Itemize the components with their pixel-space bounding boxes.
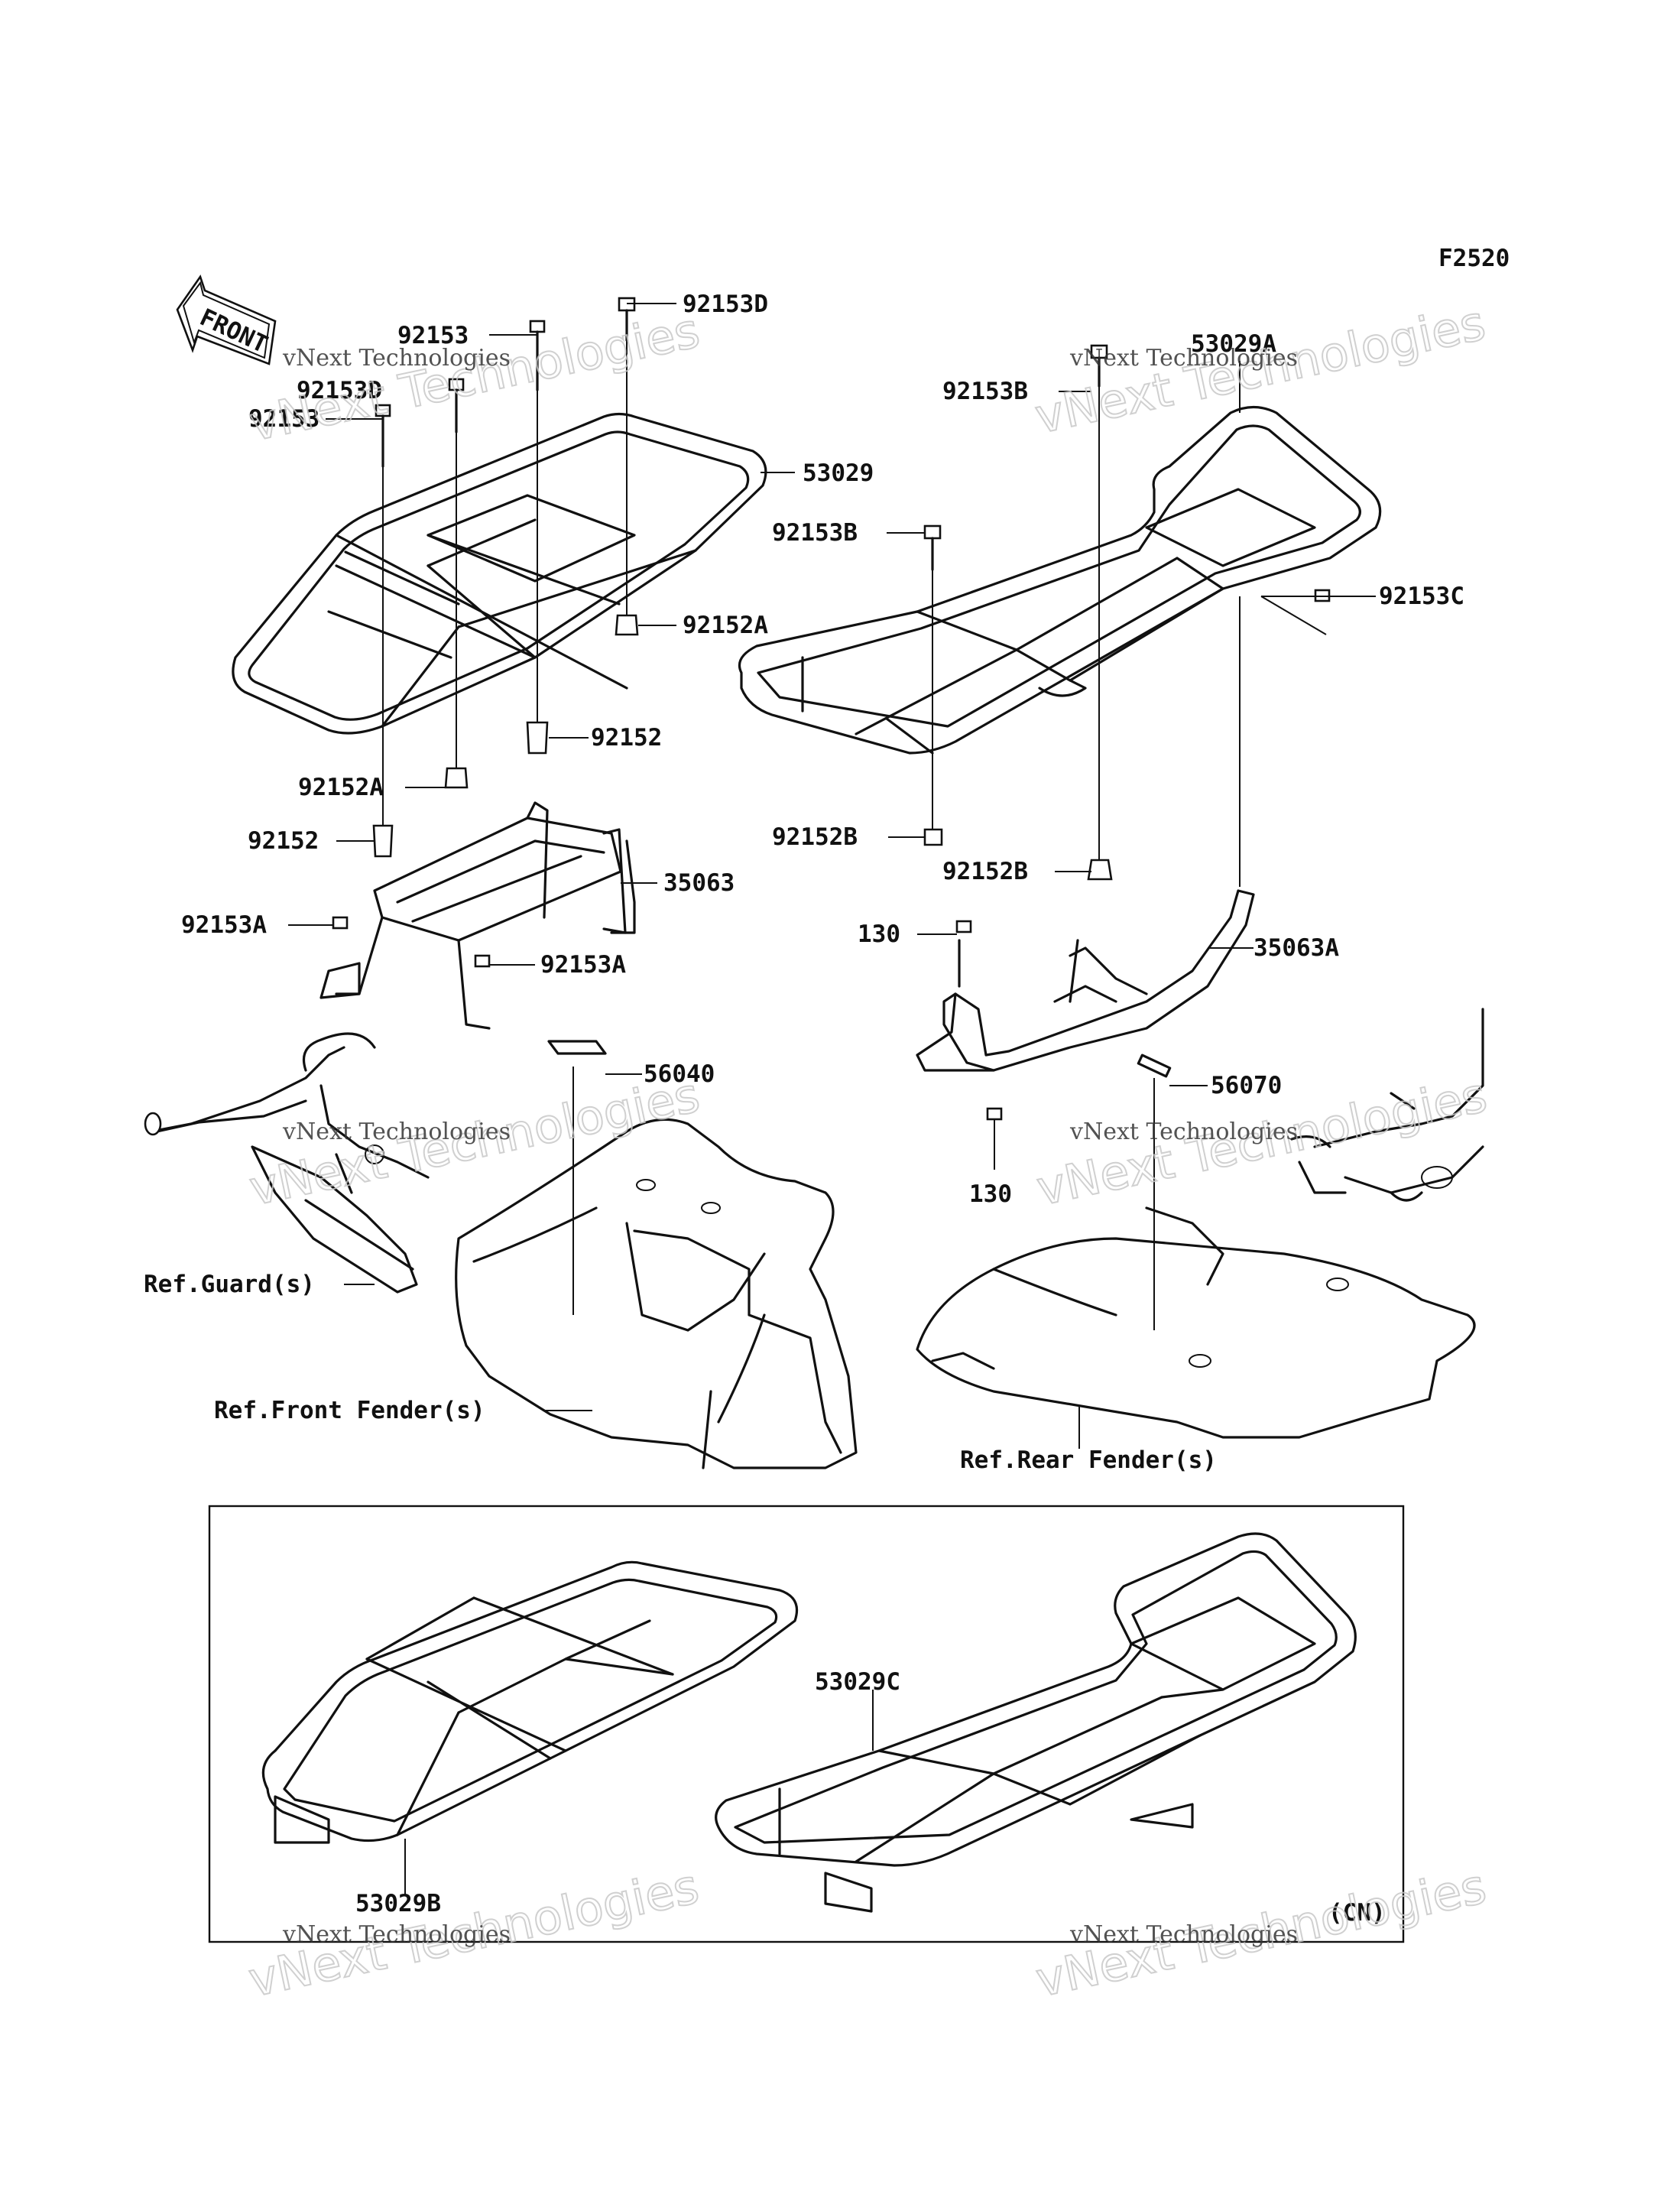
front-carrier-bracket-35063: [319, 801, 636, 1030]
svg-text:vNext Technologies: vNext Technologies: [1069, 1921, 1298, 1948]
rear-carrier-bolts: [923, 344, 1331, 881]
svg-text:vNext Technologies: vNext Technologies: [1069, 345, 1298, 372]
ref-front-fender-label: Ref.Front Fender(s): [214, 1397, 485, 1424]
ref-rear-fender-label: Ref.Rear Fender(s): [960, 1446, 1217, 1474]
figure-code: F2520: [1438, 245, 1510, 272]
label-130-bottom: 130: [969, 1180, 1012, 1208]
label-92153B-mid: 92153B: [772, 519, 858, 547]
svg-text:vNext Technologies: vNext Technologies: [282, 345, 511, 372]
label-35063A: 35063A: [1254, 934, 1339, 962]
label-56040: 56040: [644, 1060, 715, 1088]
decal-56040: [547, 1040, 607, 1055]
front-arrow-icon: FRONT: [176, 274, 277, 365]
label-53029: 53029: [803, 459, 874, 487]
decal-56070: [1137, 1054, 1172, 1078]
label-53029C: 53029C: [815, 1668, 900, 1696]
label-53029B: 53029B: [355, 1890, 441, 1917]
label-92153B-top: 92153B: [942, 378, 1028, 405]
label-92153C: 92153C: [1379, 583, 1464, 610]
front-carrier-bolts: [372, 297, 639, 858]
label-92152-left: 92152: [248, 827, 319, 855]
label-130-top: 130: [858, 920, 900, 948]
ref-guard-label: Ref.Guard(s): [144, 1271, 315, 1298]
rear-carrier-53029A: [738, 405, 1382, 755]
front-carrier-53029: [232, 412, 767, 735]
svg-text:vNext Technologies: vNext Technologies: [1069, 1118, 1298, 1145]
label-92152B-right: 92152B: [942, 858, 1028, 885]
label-92153-mid: 92153: [248, 405, 319, 433]
rear-fender-ref: [916, 1008, 1484, 1439]
rear-carrier-bracket-35063A: [916, 889, 1255, 1072]
label-92153A-left: 92153A: [181, 911, 267, 939]
label-35063: 35063: [663, 869, 735, 897]
bolt-92153A-right: [474, 954, 491, 968]
rear-carrier-53029C: [715, 1532, 1357, 1913]
label-92153D-top: 92153D: [683, 291, 768, 318]
label-92152A-right: 92152A: [683, 612, 768, 639]
label-92153A-right: 92153A: [540, 951, 626, 979]
label-92153-top: 92153: [397, 322, 469, 349]
callouts-upper: [288, 303, 1376, 1449]
svg-text:vNext Technologies: vNext Technologies: [282, 1921, 511, 1948]
cn-variant-box: [208, 1505, 1405, 1943]
bolt-130-bottom: [986, 1107, 1003, 1121]
label-92153D-mid: 92153D: [297, 377, 382, 404]
label-53029A: 53029A: [1191, 330, 1276, 358]
bolt-92153A-left: [332, 916, 349, 930]
bolt-130-top: [955, 920, 972, 933]
watermark: vNext Technologies vNext Technologies vN…: [243, 294, 1492, 2008]
cn-region-note: (CN): [1328, 1899, 1386, 1927]
front-guard-ref: [144, 1032, 430, 1294]
front-carrier-53029B: [261, 1560, 799, 1844]
label-92152A-left: 92152A: [298, 774, 384, 801]
label-92152B-left: 92152B: [772, 823, 858, 851]
svg-text:vNext Technologies: vNext Technologies: [282, 1118, 511, 1145]
label-56070: 56070: [1211, 1072, 1282, 1099]
label-92152-right: 92152: [591, 724, 662, 752]
front-fender-ref: [455, 1118, 858, 1469]
